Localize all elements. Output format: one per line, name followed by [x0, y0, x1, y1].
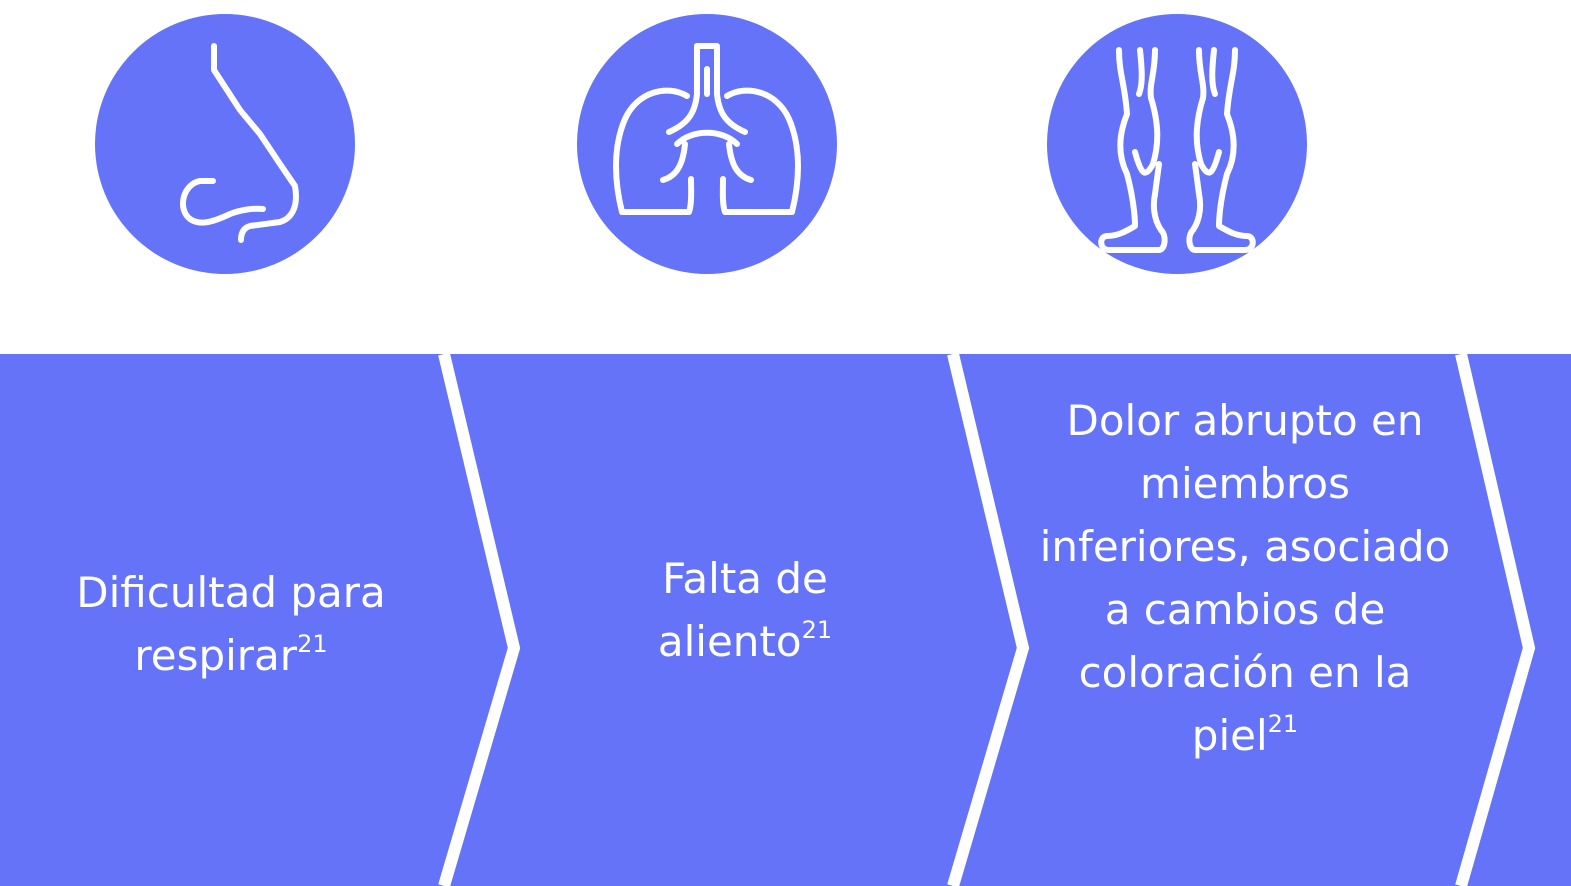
chevron-divider: [1455, 354, 1536, 886]
reference-superscript: 21: [1267, 710, 1299, 738]
band-background: [0, 354, 1571, 886]
reference-superscript: 21: [297, 630, 328, 658]
lungs-icon: [577, 14, 837, 274]
step-2-label: Falta de aliento21: [657, 554, 833, 666]
reference-superscript: 21: [801, 616, 833, 644]
step-1-label: Dificultad para respirar21: [76, 568, 386, 680]
step-3-label: Dolor abrupto en miembros inferiores, as…: [1039, 396, 1451, 760]
chevron-divider: [947, 354, 1030, 886]
legs-icon: [1047, 14, 1307, 274]
nose-icon: [95, 14, 355, 274]
chevron-process-band: [0, 354, 1571, 886]
chevron-divider: [438, 354, 521, 886]
